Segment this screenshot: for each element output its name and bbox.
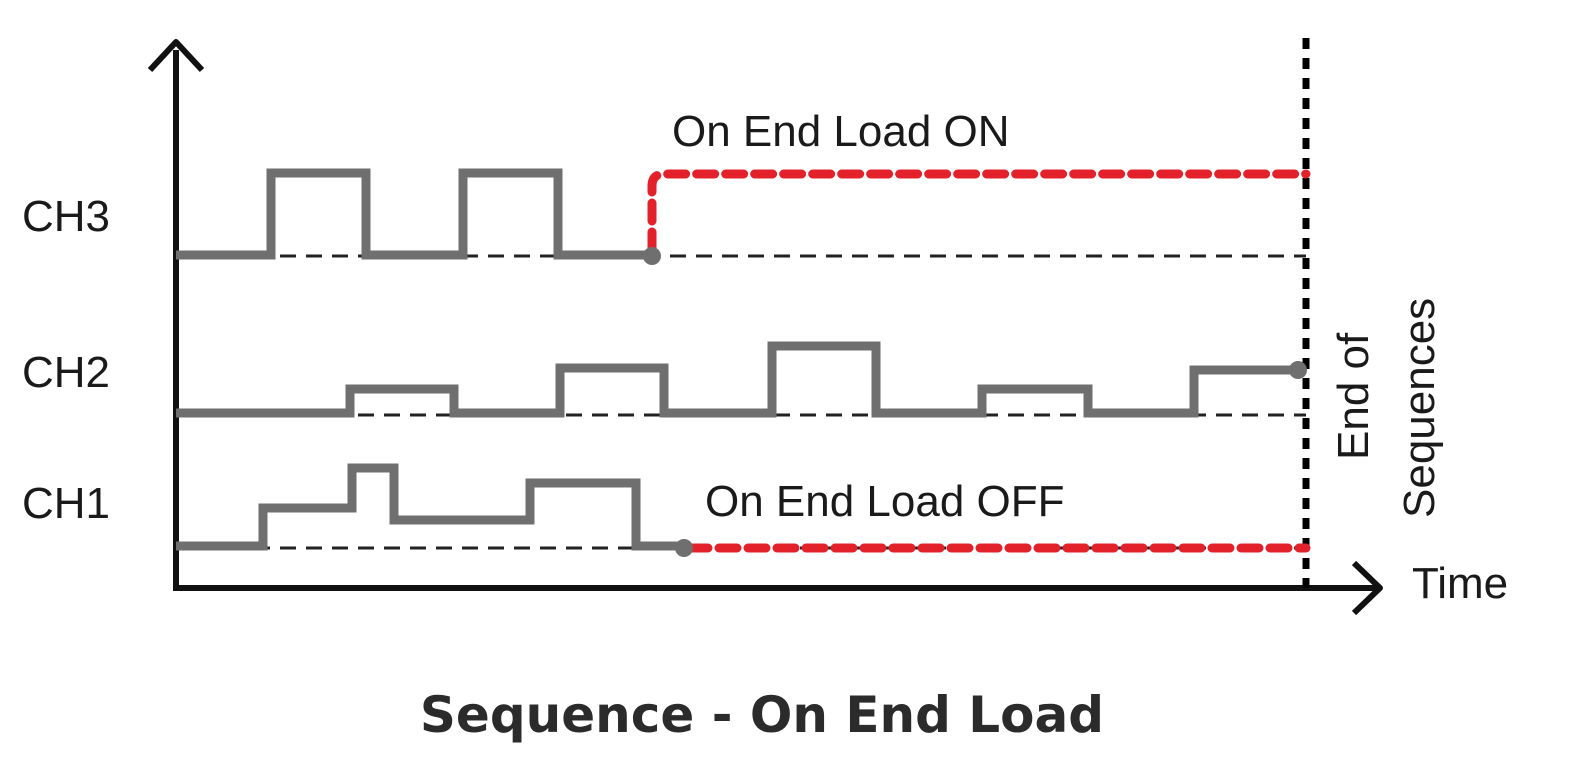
ch3-on-end-load-trace [647, 169, 1311, 255]
on-end-load-on-label: On End Load ON [672, 107, 1010, 156]
ch2-label: CH2 [22, 348, 110, 397]
diagram-title: Sequence - On End Load [420, 686, 1104, 744]
ch1-end-point [675, 539, 693, 557]
end-points [643, 247, 1307, 557]
ch3-signal [176, 168, 652, 260]
ch2-end-point [1289, 361, 1307, 379]
ch1-signal [176, 463, 682, 551]
ch3-end-point [643, 247, 661, 265]
x-axis-label: Time [1412, 559, 1508, 608]
axes [147, 39, 1383, 616]
ch2-signal [176, 341, 1298, 418]
end-of-sequences-label-line1: End of [1329, 332, 1378, 460]
ch1-label: CH1 [22, 479, 110, 528]
y-axis-arrowhead [147, 39, 205, 73]
ch3-label: CH3 [22, 192, 110, 241]
signals [176, 168, 1311, 553]
on-end-load-off-label: On End Load OFF [705, 477, 1065, 526]
x-axis-arrowhead [1351, 560, 1383, 616]
end-of-sequences-label-line2: Sequences [1395, 298, 1444, 518]
